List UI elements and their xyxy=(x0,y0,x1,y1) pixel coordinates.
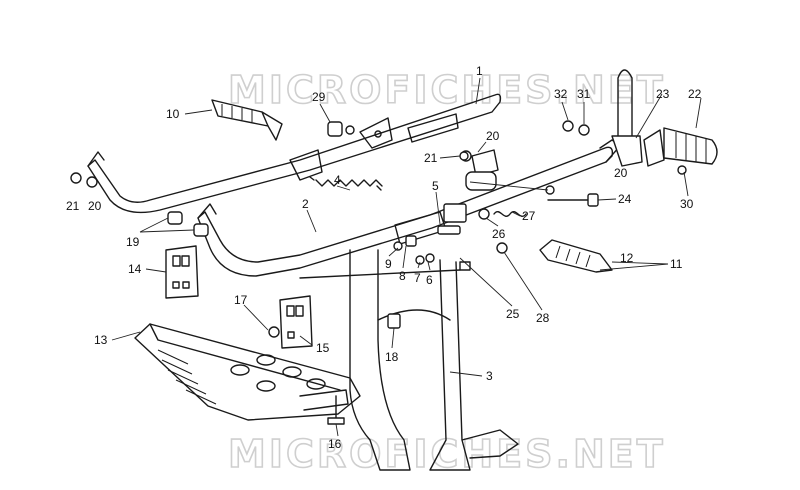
callout-8: 8 xyxy=(399,269,406,283)
skid-plate xyxy=(134,323,361,421)
callout-17: 17 xyxy=(234,293,248,307)
leader-lines xyxy=(111,77,702,437)
callout-28: 28 xyxy=(536,311,550,325)
callout-12: 12 xyxy=(620,251,634,265)
callout-4: 4 xyxy=(334,173,341,187)
upper-rail xyxy=(87,93,502,214)
callout-24: 24 xyxy=(618,192,632,206)
pivot-pin xyxy=(387,313,401,329)
bracket-14 xyxy=(165,245,199,299)
callout-16: 16 xyxy=(328,437,342,451)
callout-27: 27 xyxy=(522,209,536,223)
callout-7: 7 xyxy=(414,271,421,285)
bolt-16 xyxy=(327,395,345,425)
callout-20-left: 20 xyxy=(88,199,102,213)
callout-20-right: 20 xyxy=(614,166,628,180)
nut-31 xyxy=(578,124,590,136)
callout-31: 31 xyxy=(577,87,591,101)
callout-21-left: 21 xyxy=(66,199,80,213)
callout-25: 25 xyxy=(506,307,520,321)
callout-9: 9 xyxy=(385,257,392,271)
bracket-20 xyxy=(460,149,499,191)
callout-23: 23 xyxy=(656,87,670,101)
callout-6: 6 xyxy=(426,273,433,287)
small-parts xyxy=(393,203,527,271)
footpeg-11 xyxy=(539,239,613,273)
callout-5: 5 xyxy=(432,179,439,193)
footpeg-left xyxy=(211,99,283,141)
callout-32: 32 xyxy=(554,87,568,101)
callout-15: 15 xyxy=(316,341,330,355)
callout-29: 29 xyxy=(312,90,326,104)
callout-1: 1 xyxy=(476,64,483,78)
watermark-top: MICROFICHES.NET xyxy=(228,68,666,112)
spacers-19 xyxy=(167,211,209,237)
callout-18: 18 xyxy=(385,350,399,364)
nut-21-right xyxy=(459,151,469,161)
nut-32 xyxy=(562,120,574,132)
spacer-29 xyxy=(327,121,355,137)
callout-labels: 1 2 3 4 5 6 7 8 9 10 11 12 13 14 15 16 1… xyxy=(66,64,702,451)
callout-14: 14 xyxy=(128,262,142,276)
callout-13: 13 xyxy=(94,333,108,347)
callout-19: 19 xyxy=(126,235,140,249)
callout-2: 2 xyxy=(302,197,309,211)
callout-30: 30 xyxy=(680,197,694,211)
callout-26: 26 xyxy=(492,227,506,241)
callout-21-right: 21 xyxy=(424,151,438,165)
callout-22: 22 xyxy=(688,87,702,101)
callout-10: 10 xyxy=(166,107,180,121)
callout-3: 3 xyxy=(486,369,493,383)
washer-20-left xyxy=(86,176,98,188)
nut-21-left xyxy=(70,172,82,184)
footpeg-right xyxy=(643,127,718,175)
nut-17 xyxy=(268,326,280,338)
pillion-bracket xyxy=(611,69,643,167)
callout-11: 11 xyxy=(670,257,683,271)
spring xyxy=(309,176,383,191)
bolt-24 xyxy=(545,185,599,207)
callout-20-upper: 20 xyxy=(486,129,500,143)
bracket-15 xyxy=(279,295,313,349)
center-stand xyxy=(299,249,519,471)
